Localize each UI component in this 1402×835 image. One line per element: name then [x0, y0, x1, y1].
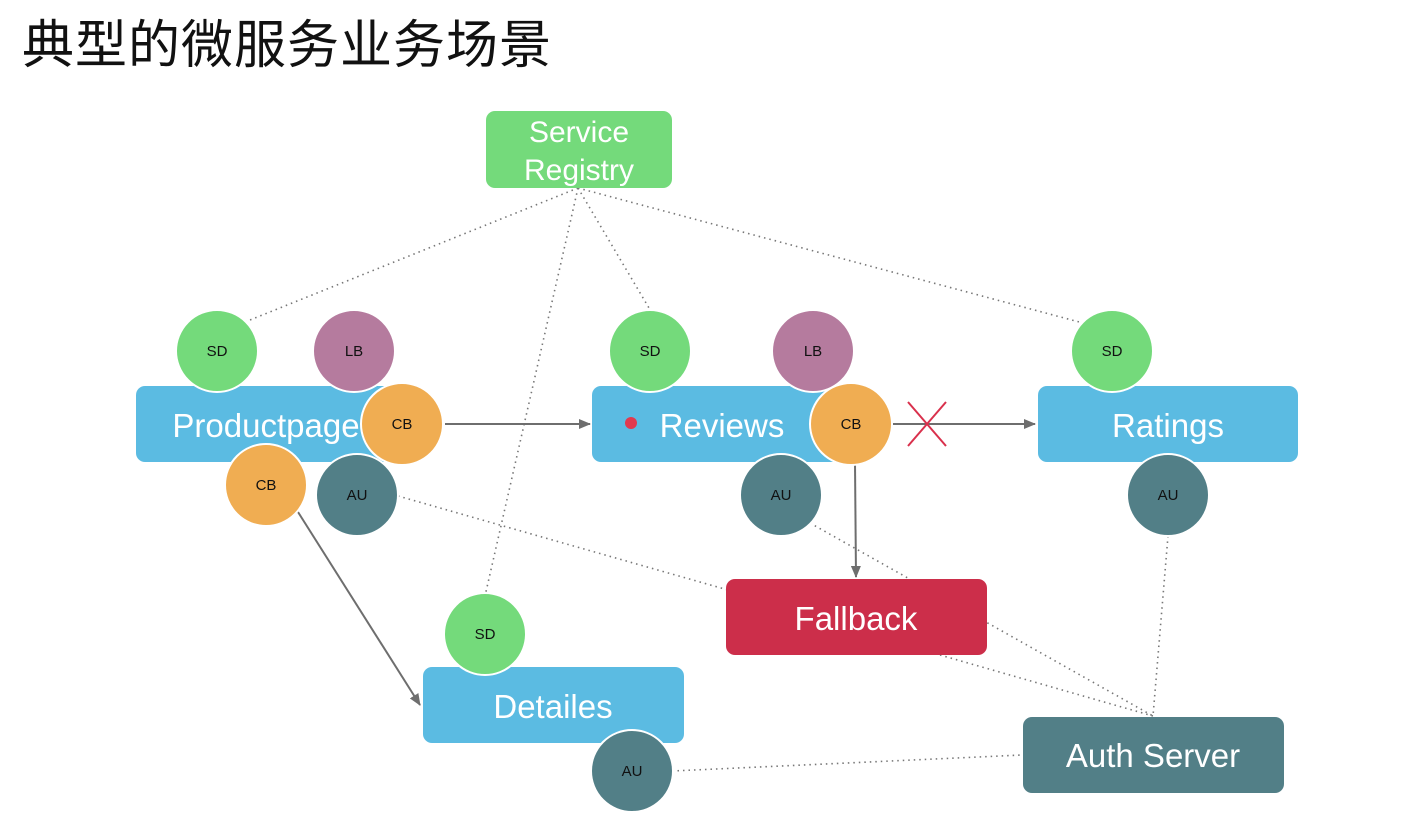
productpage-node[interactable]: Productpage	[136, 386, 396, 462]
arrow-productpage-cb-to-detailes	[297, 511, 421, 706]
productpage-au-badge[interactable]: AU	[315, 453, 399, 537]
reviews-label: Reviews	[660, 407, 785, 444]
service-registry-label-line1: Service	[529, 116, 629, 149]
badge-label: AU	[347, 487, 368, 504]
badge-label: AU	[771, 487, 792, 504]
detailes-sd-badge[interactable]: SD	[443, 592, 527, 676]
reviews-node[interactable]: Reviews	[592, 386, 852, 462]
service-registry-label-line2: Registry	[524, 154, 634, 187]
detailes-au-badge[interactable]: AU	[590, 729, 674, 813]
badge-label: AU	[1158, 487, 1179, 504]
registry-to-reviews-sd	[577, 187, 650, 309]
productpage-cb-badge-right[interactable]: CB	[360, 382, 444, 466]
ratings-label: Ratings	[1112, 407, 1224, 444]
productpage-label: Productpage	[172, 407, 359, 444]
ratings-sd-badge[interactable]: SD	[1070, 309, 1154, 393]
badge-label: LB	[345, 343, 363, 360]
productpage-au-to-fallback	[397, 495, 729, 591]
badge-label: CB	[392, 416, 413, 433]
badge-label: LB	[804, 343, 822, 360]
registry-to-productpage-sd	[244, 187, 579, 323]
auth-server-node[interactable]: Auth Server	[1023, 717, 1284, 793]
badge-label: SD	[640, 343, 661, 360]
productpage-cb-badge-bottom[interactable]: CB	[224, 443, 308, 527]
ratings-au-to-auth-server	[1152, 535, 1169, 717]
registry-to-detailes-sd	[484, 187, 579, 597]
detailes-au-to-auth-server	[671, 754, 1023, 772]
productpage-sd-badge[interactable]: SD	[175, 309, 259, 393]
ratings-node[interactable]: Ratings	[1038, 386, 1298, 462]
fallback-label: Fallback	[795, 600, 918, 637]
badge-label: SD	[1102, 343, 1123, 360]
reviews-lb-badge[interactable]: LB	[771, 309, 855, 393]
badge-label: SD	[475, 626, 496, 643]
service-registry-node[interactable]: Service Registry	[486, 111, 672, 188]
failure-cross-icon	[907, 401, 947, 447]
ratings-au-badge[interactable]: AU	[1126, 453, 1210, 537]
badge-label: CB	[841, 416, 862, 433]
page-title: 典型的微服务业务场景	[22, 16, 553, 76]
badge-label: CB	[256, 477, 277, 494]
arrow-reviews-cb-to-fallback	[850, 462, 861, 578]
badge-label: SD	[207, 343, 228, 360]
fallback-node[interactable]: Fallback	[726, 579, 987, 655]
badge-label: AU	[622, 763, 643, 780]
arrow-connections	[297, 419, 1036, 706]
status-dot	[625, 417, 637, 429]
dotted-connections	[244, 187, 1169, 772]
reviews-au-badge[interactable]: AU	[739, 453, 823, 537]
fallback-to-auth-server	[939, 654, 1154, 717]
reviews-cb-badge[interactable]: CB	[809, 382, 893, 466]
detailes-label: Detailes	[493, 688, 612, 725]
auth-server-label: Auth Server	[1066, 737, 1240, 774]
registry-to-ratings-sd	[577, 187, 1084, 324]
productpage-lb-badge[interactable]: LB	[312, 309, 396, 393]
detailes-node[interactable]: Detailes	[423, 667, 684, 743]
reviews-sd-badge[interactable]: SD	[608, 309, 692, 393]
